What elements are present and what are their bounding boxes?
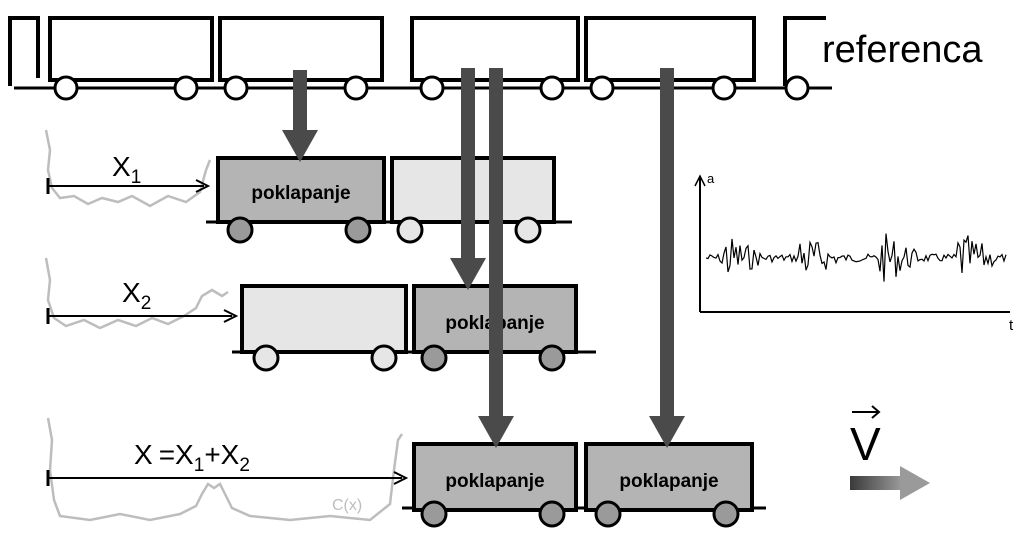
plot-x-label: t — [1009, 317, 1014, 334]
plot-y-label: a — [707, 171, 715, 186]
xsum-label: X=X1+X2 — [134, 439, 250, 476]
match-label-1: poklapanje — [251, 183, 350, 204]
x2-measure: X2 — [48, 277, 236, 324]
velocity-arrow-head — [900, 466, 930, 500]
arrow-to-match-1 — [282, 70, 318, 162]
ref-wagon-partial-right — [785, 18, 826, 86]
match-label-3: poklapanje — [445, 471, 544, 492]
reference-train — [10, 18, 832, 99]
x1-label: X1 — [112, 151, 141, 188]
xsum-measure: X=X1+X2 C(x) — [48, 439, 406, 514]
vector-arrow-icon — [852, 406, 879, 418]
ref-wagon-partial-left — [10, 18, 38, 86]
velocity-arrow-shaft — [850, 476, 902, 490]
x2-label: X2 — [122, 277, 151, 314]
plot-signal — [706, 234, 1006, 282]
reference-label: referenca — [822, 29, 983, 71]
match-label-4: poklapanje — [619, 471, 718, 492]
match-train-3: poklapanje poklapanje — [402, 444, 766, 526]
wagon-plain-2 — [242, 286, 406, 352]
acceleration-plot: a t — [695, 171, 1014, 334]
match-train-1: poklapanje — [206, 158, 572, 242]
match-arrows — [282, 68, 685, 448]
velocity-symbol: V — [850, 418, 881, 470]
velocity: V — [850, 406, 930, 500]
arrow-to-match-4 — [649, 68, 685, 448]
match-train-2: poklapanje — [232, 286, 596, 370]
ref-wagon-1 — [50, 18, 212, 80]
x1-measure: X1 — [48, 151, 208, 194]
cx-label: C(x) — [332, 497, 362, 514]
